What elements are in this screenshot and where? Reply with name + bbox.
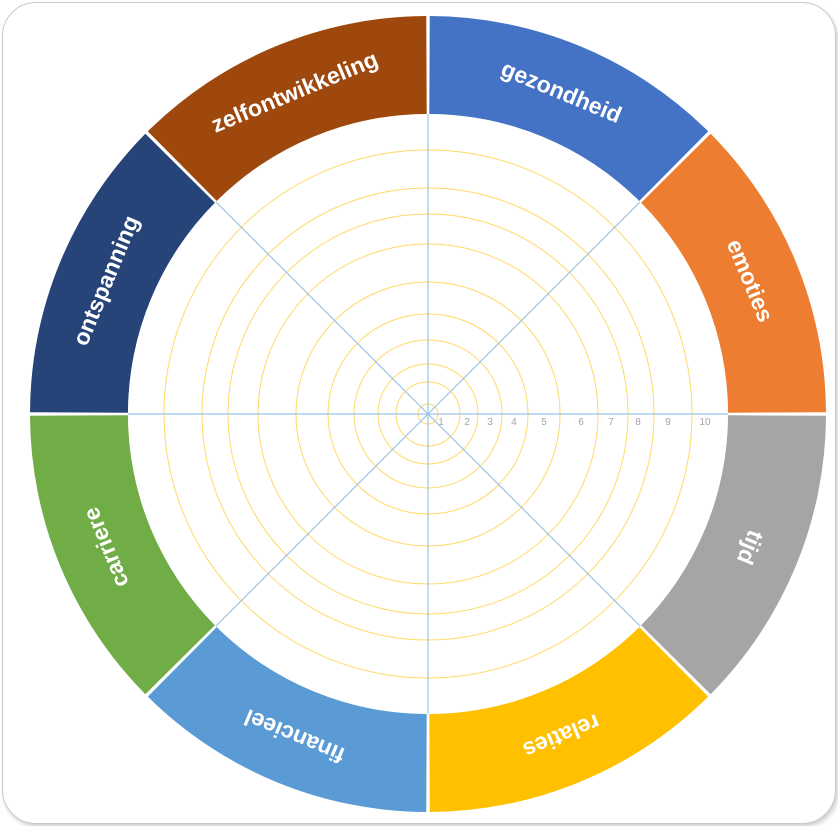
segment-ontspanning — [30, 133, 215, 413]
segment-tijd — [641, 415, 826, 695]
scale-tick-label: 10 — [699, 417, 711, 428]
spokes — [128, 114, 728, 714]
scale-tick-label: 8 — [635, 417, 641, 428]
scale-tick-label: 9 — [665, 417, 671, 428]
segment-gezondheid — [429, 16, 709, 201]
segment-emoties — [641, 133, 826, 413]
scale-tick-label: 7 — [608, 417, 614, 428]
scale-tick-label: 2 — [464, 417, 470, 428]
scale-tick-label: 4 — [511, 417, 517, 428]
segment-zelfontwikkeling — [147, 16, 427, 201]
scale-ticks: 1 2 3 4 5 6 7 8 9 10 — [438, 417, 711, 428]
segment-carriere — [30, 415, 215, 695]
scale-tick-label: 5 — [541, 417, 547, 428]
segment-relaties — [429, 627, 709, 812]
spoke-line — [215, 413, 429, 627]
spoke-line — [427, 201, 641, 415]
spoke-line — [427, 413, 641, 627]
scale-tick-label: 1 — [438, 417, 444, 428]
scale-tick-label: 3 — [487, 417, 493, 428]
scale-tick-label: 6 — [578, 417, 584, 428]
spoke-line — [215, 201, 429, 415]
segment-financieel — [147, 627, 427, 812]
segments — [30, 16, 826, 812]
